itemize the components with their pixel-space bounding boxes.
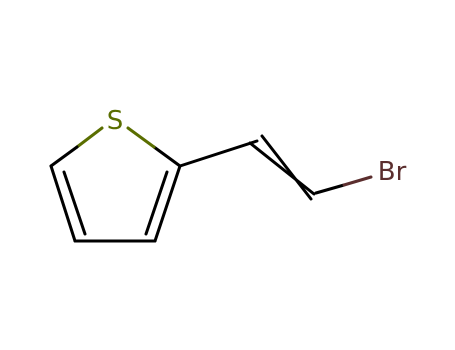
bond-c3-c2 xyxy=(153,164,182,243)
bond-vinyl-double xyxy=(248,141,316,196)
bond-c3-c2-inner xyxy=(144,170,169,236)
sulfur-atom-label: S xyxy=(107,106,124,136)
bond-vinyl-br-bromine-half xyxy=(342,175,373,187)
bond-vinyl-double-second xyxy=(260,134,313,201)
bromine-atom-label: Br xyxy=(378,157,407,187)
thiophene-ring xyxy=(49,126,182,243)
bond-c2-vinyl xyxy=(178,139,259,168)
bond-c5-c4 xyxy=(49,164,77,243)
vinyl-bromide-chain xyxy=(178,134,373,201)
bond-s-c5-sulfur-half xyxy=(75,126,104,149)
bond-s-c5-carbon-half xyxy=(49,145,79,168)
bond-c2-s-carbon-half xyxy=(152,145,182,168)
bond-c5-c4-inner xyxy=(62,170,87,236)
bond-c2-s-sulfur-half xyxy=(126,126,156,149)
bond-vinyl-br-carbon-half xyxy=(314,183,346,195)
